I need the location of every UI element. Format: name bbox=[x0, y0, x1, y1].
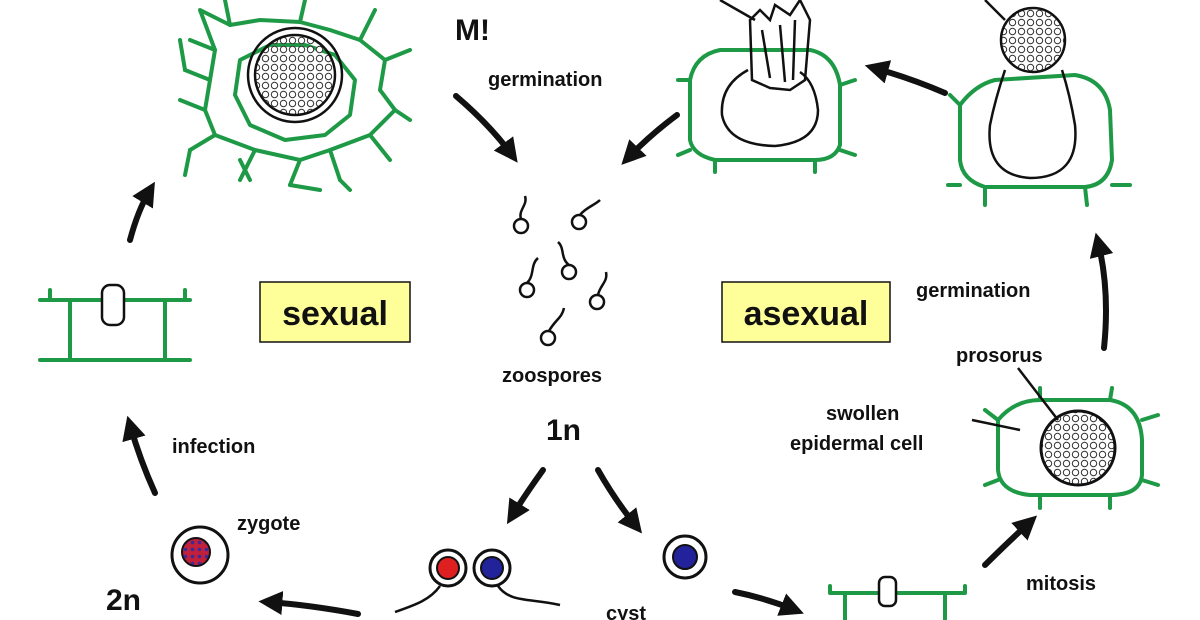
sexual-box bbox=[259, 281, 411, 343]
zoospores-group bbox=[512, 195, 608, 347]
swollen-label-line1: swollen bbox=[826, 403, 899, 425]
zoosporangium-cell bbox=[676, 0, 857, 174]
fusing-gametes bbox=[394, 548, 561, 614]
arrow-mitosis bbox=[982, 515, 1038, 568]
cyst-label: cyst bbox=[606, 603, 646, 620]
zygote-label: zygote bbox=[237, 513, 300, 535]
arrow-infection bbox=[122, 415, 158, 496]
resting-spore-tissue bbox=[178, 0, 412, 192]
arrow-germination-to-zoospores bbox=[453, 93, 518, 163]
arrow-sporangium-to-zoospores bbox=[621, 112, 680, 165]
zoospores-label: zoospores bbox=[502, 365, 602, 387]
infection-label: infection bbox=[172, 436, 255, 458]
haploid-label: 1n bbox=[546, 414, 581, 447]
germination-right-label: germination bbox=[916, 280, 1030, 302]
swollen-pointer bbox=[971, 418, 1021, 432]
arrow-1n-to-gametes bbox=[506, 467, 546, 525]
germination-top-label: germination bbox=[488, 69, 602, 91]
arrow-1n-to-cyst bbox=[595, 467, 643, 534]
prosorus-pointer bbox=[1017, 367, 1059, 421]
sexual-label: sexual bbox=[282, 295, 388, 333]
arrow-cell-to-resting-spore bbox=[127, 181, 155, 243]
arrow-gametes-to-zygote bbox=[258, 591, 361, 617]
arrow-cyst-to-cell bbox=[732, 589, 804, 616]
prosorus-label: prosorus bbox=[956, 345, 1043, 367]
zygote bbox=[170, 525, 230, 585]
arrow-prosorus-to-sorus bbox=[1089, 232, 1114, 351]
swollen-label-line2: epidermal cell bbox=[790, 433, 923, 455]
meiosis-label: M! bbox=[455, 14, 490, 47]
diploid-label: 2n bbox=[106, 584, 141, 617]
cyst bbox=[662, 534, 708, 580]
asexual-box bbox=[721, 281, 891, 343]
prosorus-cell bbox=[983, 386, 1160, 510]
mitosis-label: mitosis bbox=[1026, 573, 1096, 595]
arrow-sorus-to-sporangium bbox=[864, 60, 948, 96]
infected-cell-bottom bbox=[828, 575, 967, 620]
infected-cell-left bbox=[38, 283, 192, 362]
sorus-forming-cell bbox=[946, 0, 1132, 207]
asexual-label: asexual bbox=[744, 295, 869, 333]
